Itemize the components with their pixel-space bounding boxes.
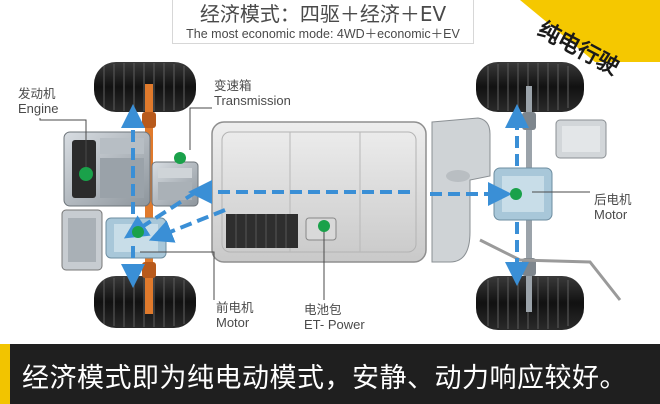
mode-title-zh: 经济模式：四驱＋经济＋EV	[199, 2, 447, 26]
transmission	[151, 161, 199, 207]
engine-label: 发动机 Engine	[18, 86, 59, 116]
rear-motor-marker	[510, 188, 522, 200]
caption-accent	[0, 344, 10, 404]
caption-bar: 经济模式即为纯电动模式，安静、动力响应较好。	[0, 344, 660, 404]
front-motor-label: 前电机 Motor	[216, 300, 254, 330]
rear-controller	[555, 119, 607, 159]
caption-text: 经济模式即为纯电动模式，安静、动力响应较好。	[22, 363, 627, 394]
mode-title-en: The most economic mode: 4WD＋economic＋EV	[186, 27, 460, 41]
exhaust-pipe	[479, 238, 622, 301]
mode-badge	[520, 0, 660, 62]
fuel-tank	[431, 117, 491, 263]
battery-marker	[318, 220, 330, 232]
energy-flow-arrows	[121, 104, 529, 288]
mode-title-box: 经济模式：四驱＋经济＋EV The most economic mode: 4W…	[172, 0, 474, 44]
engine-marker	[79, 167, 93, 181]
battery-label: 电池包 ET- Power	[304, 302, 365, 332]
component-markers	[79, 152, 522, 238]
leader-lines	[39, 107, 590, 300]
rear-motor	[493, 167, 553, 221]
transmission-label: 变速箱 Transmission	[214, 78, 291, 108]
rear-motor-label: 后电机 Motor	[594, 192, 632, 222]
transmission-marker	[174, 152, 186, 164]
front-motor-marker	[132, 226, 144, 238]
